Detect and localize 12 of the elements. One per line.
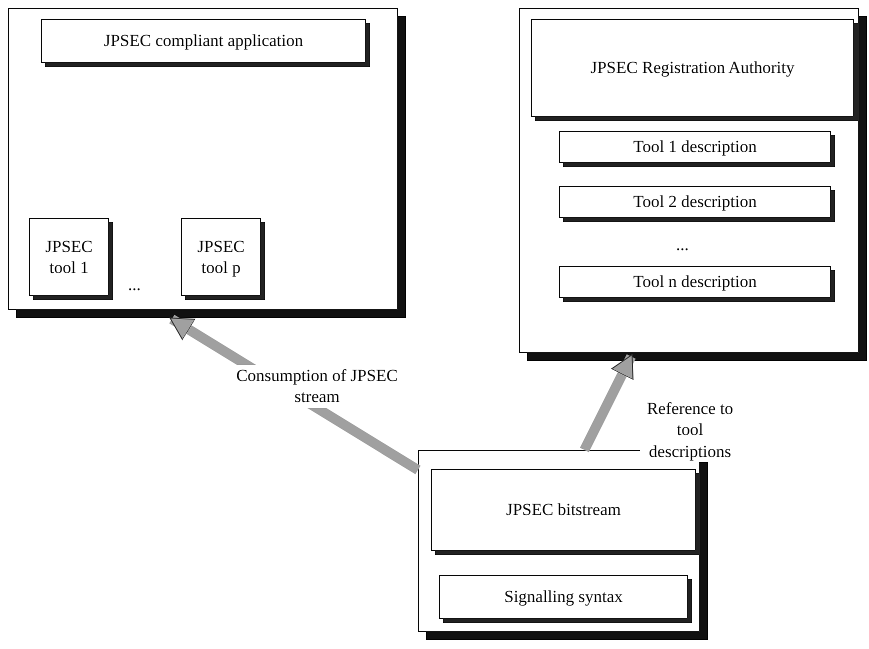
box-label: JPSEC tool 1 [44,236,94,278]
box-label: Tool n description [632,271,758,293]
box-label: Signalling syntax [503,586,624,608]
arrow [580,354,636,452]
box-label: Tool 1 description [632,136,758,158]
box-label: JPSEC bitstream [505,499,622,521]
ellipsis-text: ... [676,234,689,256]
box-label: Tool 2 description [632,191,758,213]
box-label: JPSEC compliant application [102,30,304,52]
box-label: JPSEC Registration Authority [589,57,796,79]
box-label: JPSEC tool p [196,236,246,278]
ellipsis-text: ... [128,274,141,296]
